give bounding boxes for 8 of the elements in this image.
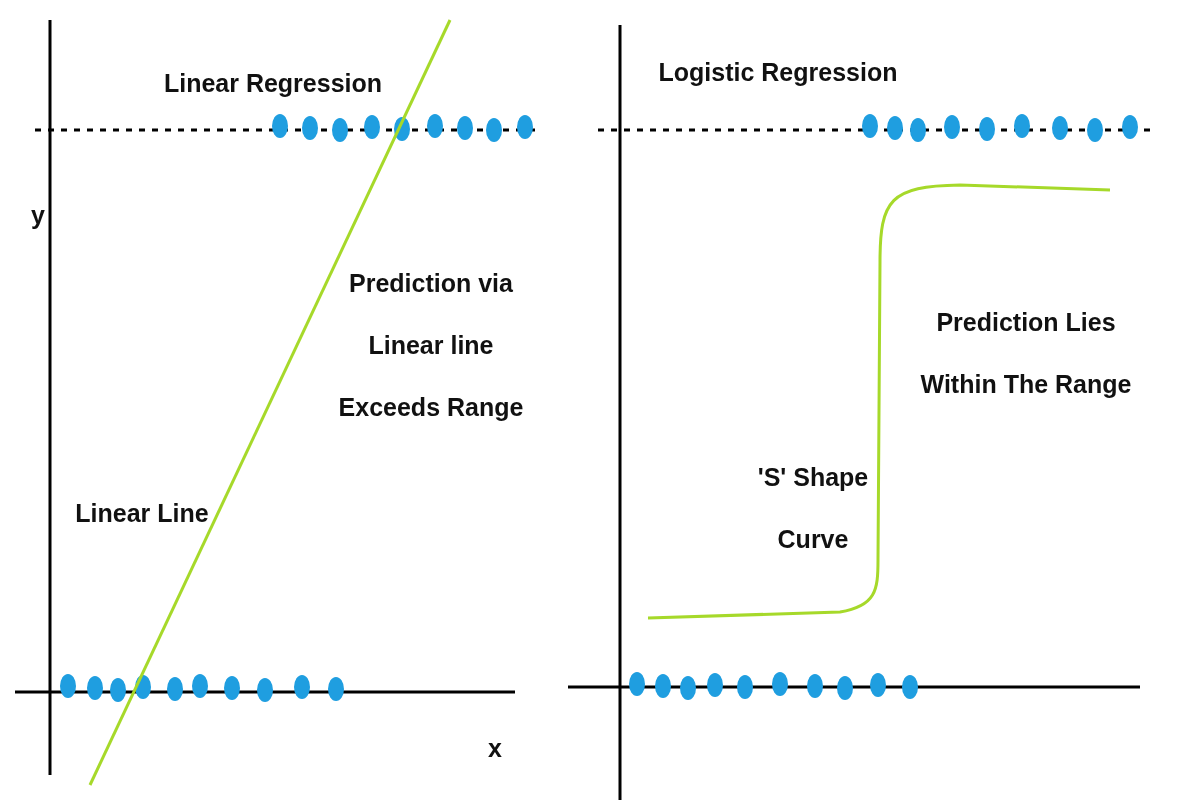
plot-label: Linear Regression [162, 68, 384, 99]
plot-label: Prediction Lies Within The Range [919, 307, 1133, 400]
plot-label: 'S' Shape Curve [756, 462, 870, 555]
plot-label: Linear Line [74, 498, 210, 529]
plot-label: Logistic Regression [657, 57, 899, 88]
plot-label: Prediction via Linear line Exceeds Range [337, 268, 525, 423]
plot-label: y [30, 200, 46, 231]
plot-label: x [487, 733, 503, 764]
